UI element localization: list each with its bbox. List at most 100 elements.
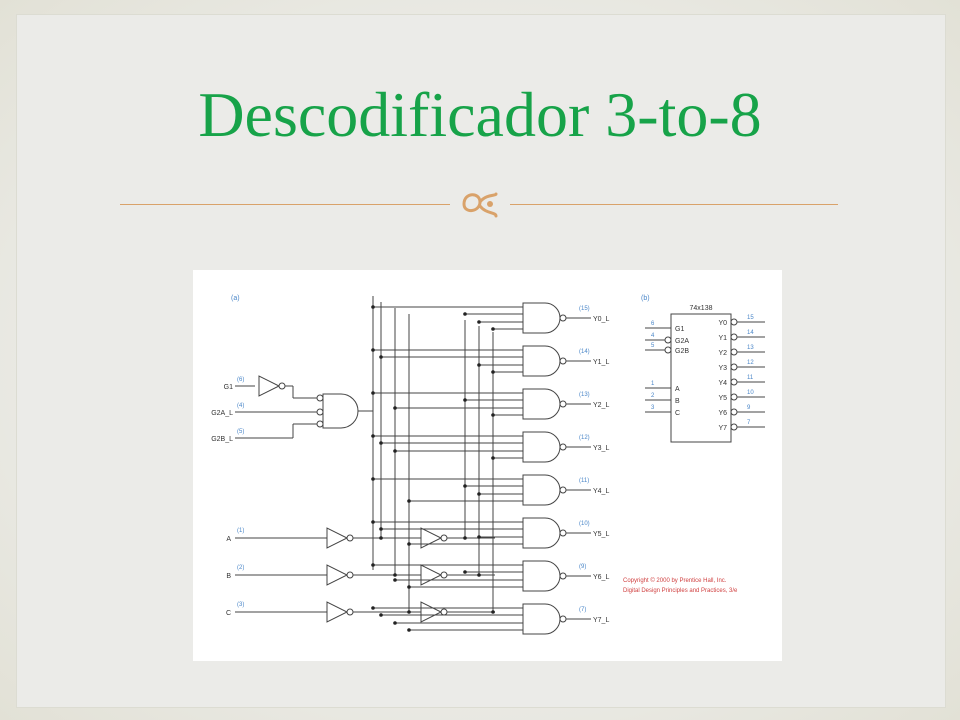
junction-dot [463, 536, 467, 540]
junction-dot [371, 348, 375, 352]
chip-right-pin-name: Y4 [718, 380, 727, 387]
output-pin-number: (12) [579, 435, 590, 441]
output-nand-gate [522, 517, 567, 549]
junction-dot [371, 563, 375, 567]
fleuron-icon [462, 192, 498, 218]
complement-inverter [420, 564, 448, 586]
chip-output-bubble [730, 423, 738, 431]
output-label: Y1_L [593, 359, 609, 366]
junction-dot [491, 413, 495, 417]
divider-left [120, 204, 450, 205]
g2a-input-bubble [316, 408, 324, 416]
output-nand-gate [522, 560, 567, 592]
junction-dot [371, 477, 375, 481]
enable-and-gate [322, 393, 359, 429]
input-buffer-inverter [326, 601, 354, 623]
chip-right-pin-number: 7 [747, 420, 751, 426]
junction-dot [407, 499, 411, 503]
junction-dot [393, 449, 397, 453]
inverter-body [420, 564, 443, 586]
junction-dot [393, 406, 397, 410]
enable-input-label: G2B_L [211, 436, 233, 443]
chip-right-pin-name: Y3 [718, 365, 727, 372]
output-nand-gate [522, 603, 567, 635]
chip-right-pin-number: 13 [747, 345, 754, 351]
chip-left-pin-name: G1 [675, 326, 684, 333]
junction-dot [491, 370, 495, 374]
copyright-line: Copyright © 2000 by Prentice Hall, Inc. [623, 577, 727, 584]
chip-right-pin-name: Y1 [718, 335, 727, 342]
decoder-schematic: (a)(b)G1(6)G2A_L(4)G2B_L(5)A(1)B(2)C(3)(… [211, 295, 765, 635]
chip-output-bubble [730, 408, 738, 416]
copyright-line: Digital Design Principles and Practices,… [623, 588, 738, 594]
input-buffer-inverter [326, 564, 354, 586]
chip-right-pin-number: 15 [747, 315, 754, 321]
select-input-label: A [226, 536, 231, 543]
enable-pin-number: (5) [237, 429, 244, 435]
output-label: Y6_L [593, 574, 609, 581]
junction-dot [407, 610, 411, 614]
junction-dot [463, 398, 467, 402]
junction-dot [393, 578, 397, 582]
junction-dot [491, 456, 495, 460]
chip-input-bubble [664, 346, 672, 354]
select-pin-number: (1) [237, 528, 244, 534]
junction-dot [371, 305, 375, 309]
chip-left-pin-number: 6 [651, 321, 655, 327]
output-nand-gate [522, 302, 567, 334]
inversion-bubble [278, 382, 286, 390]
nand-body [522, 560, 561, 592]
output-nand-gate [522, 474, 567, 506]
g2b-input-bubble [316, 420, 324, 428]
nand-body [522, 345, 561, 377]
nand-body [522, 517, 561, 549]
inverter-body [326, 601, 349, 623]
junction-dot [379, 536, 383, 540]
chip-right-pin-name: Y0 [718, 320, 727, 327]
chip-output-bubble [730, 333, 738, 341]
inverter-body [420, 601, 443, 623]
inversion-bubble [559, 357, 567, 365]
output-nand-gate [522, 388, 567, 420]
junction-dot [477, 535, 481, 539]
chip-left-pin-number: 3 [651, 405, 655, 411]
chip-right-pin-number: 11 [747, 375, 754, 381]
nand-body [522, 603, 561, 635]
enable-pin-number: (6) [237, 377, 244, 383]
inversion-bubble [440, 608, 448, 616]
chip-right-pin-number: 14 [747, 330, 754, 336]
junction-dot [379, 613, 383, 617]
chip-left-pin-number: 2 [651, 393, 655, 399]
junction-dot [477, 492, 481, 496]
junction-dot [477, 363, 481, 367]
chip-right-pin-name: Y5 [718, 395, 727, 402]
enable-input-label: G1 [224, 384, 233, 391]
junction-dot [407, 628, 411, 632]
junction-dot [477, 320, 481, 324]
output-pin-number: (7) [579, 607, 586, 613]
nand-body [522, 388, 561, 420]
chip-right-pin-number: 9 [747, 405, 751, 411]
inverter-body [258, 375, 281, 397]
chip-output-bubble [730, 318, 738, 326]
inverter-body [326, 564, 349, 586]
inversion-bubble [559, 314, 567, 322]
output-label: Y4_L [593, 488, 609, 495]
output-label: Y7_L [593, 617, 609, 624]
output-label: Y5_L [593, 531, 609, 538]
input-buffer-inverter [326, 527, 354, 549]
junction-dot [463, 570, 467, 574]
chip-output-bubble [730, 393, 738, 401]
nand-body [522, 474, 561, 506]
panel-b-label: (b) [641, 295, 650, 302]
output-pin-number: (9) [579, 564, 586, 570]
nand-body [522, 431, 561, 463]
nand-body [522, 302, 561, 334]
inversion-bubble [559, 400, 567, 408]
select-pin-number: (3) [237, 602, 244, 608]
complement-inverter [420, 527, 448, 549]
junction-dot [393, 621, 397, 625]
inversion-bubble [440, 571, 448, 579]
inversion-bubble [346, 534, 354, 542]
junction-dot [379, 355, 383, 359]
